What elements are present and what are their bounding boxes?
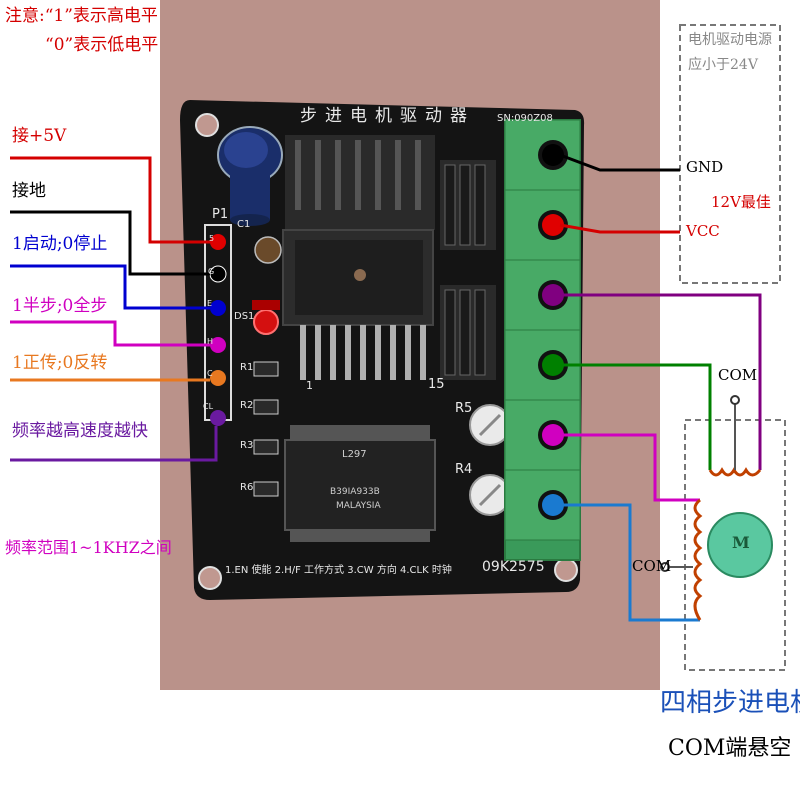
mount-hole [195, 113, 219, 137]
board-pin-h: H [207, 337, 214, 346]
terminal-dot-b [542, 354, 564, 376]
chip-pin-start: 1 [306, 379, 313, 392]
board-r3-label: R3 [240, 440, 254, 451]
label-freq-range: 频率范围1~1KHZ之间 [5, 538, 172, 557]
board-pin-c: C [207, 369, 213, 378]
terminal-dot-c [542, 424, 564, 446]
label-12v-best: 12V最佳 [711, 193, 771, 211]
wire-hf [10, 320, 210, 347]
wire-phase-a [560, 293, 762, 470]
pcb-board [180, 100, 585, 600]
label-power-vcc: VCC [686, 222, 720, 240]
label-direction: 1正传;0反转 [12, 353, 108, 373]
wire-gnd [10, 210, 210, 276]
board-title: 步进电机驱动器 [300, 106, 475, 126]
note-line2: “0”表示低电平 [45, 35, 159, 55]
board-r5-label: R5 [455, 401, 473, 416]
chip-pin-end: 15 [428, 377, 445, 392]
board-code: 09K2575 [482, 559, 545, 575]
label-com-left: COM [632, 557, 672, 575]
board-pin-cl: CL [203, 402, 214, 411]
coil-left [693, 498, 703, 621]
label-motor-m: M [732, 533, 750, 552]
motor-title: 四相步进电机 [660, 688, 800, 718]
small-cap [254, 236, 282, 264]
label-clock: 频率越高速度越快 [12, 421, 148, 441]
label-plus5v: 接+5V [12, 126, 67, 146]
terminal-dot-vcc [542, 214, 564, 236]
motor-subtitle: COM端悬空 [668, 736, 792, 761]
motor-symbol [707, 512, 773, 578]
led [253, 309, 279, 335]
chip-top-label: L297 [342, 449, 367, 460]
pin-dot-clk [210, 410, 226, 426]
pin-dot-5v [210, 234, 226, 250]
wire-phase-b [560, 363, 712, 470]
power-note-line2: 应小于24V [688, 57, 758, 73]
heatsink [285, 135, 435, 230]
board-header-label: P1 [212, 207, 229, 222]
power-note-line1: 电机驱动电源 [688, 32, 772, 48]
terminal-dot-gnd [542, 144, 564, 166]
controller-chip [284, 425, 436, 542]
board-r6-label: R6 [240, 482, 254, 493]
wire-en [10, 264, 210, 310]
wire-phase-c [560, 433, 700, 502]
chip-mid-label: B39IA933B [330, 487, 380, 497]
pin-dot-cw [210, 370, 226, 386]
terminal-block [504, 119, 581, 561]
mount-hole [198, 566, 222, 590]
label-half-full: 1半步;0全步 [12, 296, 108, 316]
com-left-terminal [660, 562, 670, 572]
com-top-terminal [730, 395, 740, 405]
terminal-dot-a [542, 284, 564, 306]
coil-top [708, 467, 762, 477]
wire-5v [10, 156, 210, 244]
board-r2-label: R2 [240, 400, 254, 411]
note-line1: 注意:“1”表示高电平 [5, 6, 158, 26]
label-gnd: 接地 [12, 181, 46, 201]
board-led-label: DS1 [234, 311, 255, 322]
board-pin-5: 5 [209, 234, 215, 243]
pin-dot-hf [210, 337, 226, 353]
terminal-dot-d [542, 494, 564, 516]
label-com-top: COM [718, 366, 758, 384]
board-sn: SN:090Z08 [497, 113, 553, 124]
wire-clk [10, 426, 218, 462]
label-enable: 1启动;0停止 [12, 234, 108, 254]
board-cap-label: C1 [237, 219, 251, 230]
mount-hole [554, 558, 578, 582]
board-r4-label: R4 [455, 462, 473, 477]
wire-power-vcc [559, 223, 680, 234]
wire-phase-d [560, 503, 700, 622]
pin-dot-en [210, 300, 226, 316]
power-box [679, 24, 781, 284]
label-power-gnd: GND [686, 158, 724, 176]
resistors [253, 361, 279, 497]
board-pin-g: G [208, 267, 215, 276]
driver-chip [282, 229, 434, 380]
board-bottom-label: 1.EN 使能 2.H/F 工作方式 3.CW 方向 4.CLK 时钟 [225, 565, 452, 576]
wire-power-gnd [559, 153, 680, 172]
board-r1-label: R1 [240, 362, 254, 373]
diodes [440, 160, 496, 380]
board-pin-e: E [207, 299, 213, 308]
chip-bot-label: MALAYSIA [336, 501, 381, 511]
